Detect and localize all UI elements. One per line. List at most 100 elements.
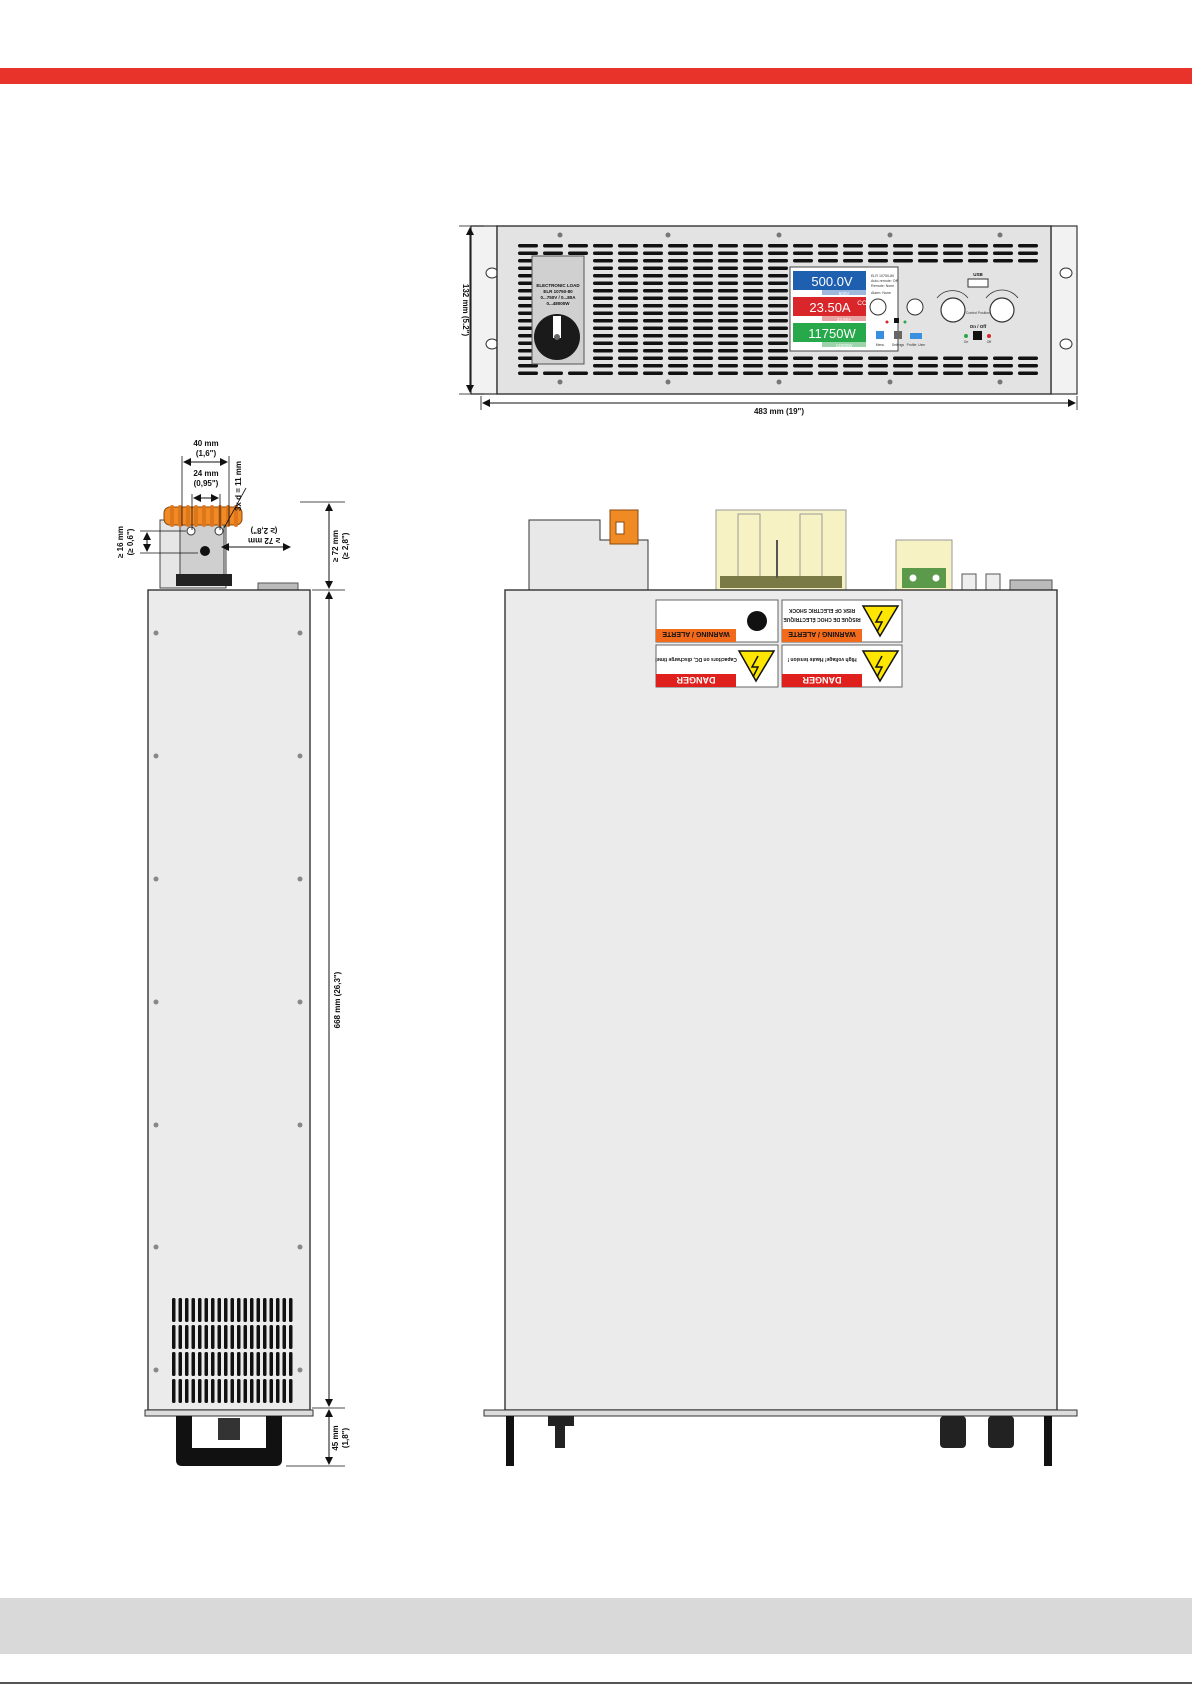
settings-icon[interactable] — [894, 331, 902, 339]
warning-labels: WARNING / ALERTE WARNING / ALERTE RISK O… — [655, 599, 903, 688]
vent-slot — [256, 1325, 260, 1349]
screw — [153, 1122, 159, 1128]
vent-slot — [818, 259, 838, 263]
vent-slot — [668, 274, 688, 278]
vent-slot — [191, 1379, 195, 1403]
vent-slot — [668, 304, 688, 308]
width-dimension-label: 483 mm (19") — [754, 407, 804, 416]
vent-slot — [968, 364, 988, 368]
vent-slot — [643, 364, 663, 368]
side-connector — [257, 582, 299, 591]
vent-slot — [1018, 364, 1038, 368]
current-row — [793, 297, 866, 316]
vent-slot — [1018, 371, 1038, 375]
on-label: On — [964, 340, 969, 344]
hole-spacing-label: 24 mm — [193, 469, 218, 478]
vent-slot — [668, 341, 688, 345]
switch-knob-top — [548, 1416, 574, 1426]
vent-slot — [643, 334, 663, 338]
vent-slot — [943, 364, 963, 368]
depth-label: 668 mm (26,3") — [333, 971, 342, 1028]
handle-depth-inch: (1,8") — [341, 1428, 350, 1449]
control-position-label: Control Position — [966, 311, 990, 315]
right-rotary-knob[interactable] — [989, 297, 1015, 323]
status-dot — [903, 320, 907, 324]
vent-slot — [643, 341, 663, 345]
vent-slot — [282, 1325, 286, 1349]
vent-slot — [593, 251, 613, 255]
lightning-bolt — [874, 655, 884, 678]
vent-slot — [618, 334, 638, 338]
vent-slot — [289, 1352, 293, 1376]
vent-slot — [718, 266, 738, 270]
vent-slot — [768, 349, 788, 353]
vent-slot — [693, 244, 713, 248]
vent-slot — [243, 1325, 247, 1349]
vent-slot — [172, 1325, 176, 1349]
model-label-line3: 0...750V / 0...80A — [540, 295, 576, 300]
vent-slot — [250, 1379, 254, 1403]
vent-slot — [191, 1298, 195, 1322]
vent-slot — [643, 266, 663, 270]
status-square — [894, 318, 899, 323]
vent-slot — [693, 251, 713, 255]
power-row — [793, 323, 866, 342]
vent-slot — [593, 341, 613, 345]
rack-hole — [1059, 267, 1073, 279]
vent-slot — [693, 334, 713, 338]
vent-slot — [868, 371, 888, 375]
vent-slot — [230, 1298, 234, 1322]
vent-slot — [211, 1379, 215, 1403]
vent-slot — [191, 1352, 195, 1376]
vent-slot — [593, 334, 613, 338]
vent-slot — [643, 259, 663, 263]
terminal-hole — [200, 546, 210, 556]
vent-slot — [593, 356, 613, 360]
vent-slot — [618, 244, 638, 248]
vent-slot — [643, 296, 663, 300]
vent-slot — [518, 371, 538, 375]
vent-slot — [668, 334, 688, 338]
onoff-button[interactable] — [973, 331, 982, 340]
profile-label: Profile: User — [907, 343, 927, 347]
menu-label: Menu — [876, 343, 885, 347]
vent-slot — [918, 364, 938, 368]
vent-slot — [918, 251, 938, 255]
rack-hole — [1059, 338, 1073, 350]
profile-icon[interactable] — [910, 333, 922, 339]
vent-slot — [593, 311, 613, 315]
menu-icon[interactable] — [876, 331, 884, 339]
vent-slot — [768, 266, 788, 270]
left-rotary-knob[interactable] — [940, 297, 966, 323]
side-base-rail — [144, 1409, 314, 1417]
high-voltage-icon — [861, 650, 900, 683]
vent-slot — [768, 341, 788, 345]
vent-slot — [289, 1298, 293, 1322]
vent-slot — [668, 371, 688, 375]
vent-slot — [618, 266, 638, 270]
vent-slot — [968, 244, 988, 248]
usb-port[interactable] — [967, 278, 989, 288]
small-connector — [985, 573, 1001, 591]
vent-slot — [693, 371, 713, 375]
vent-slot — [993, 251, 1013, 255]
vent-slot — [276, 1352, 280, 1376]
vent-slot — [618, 364, 638, 368]
vent-slot — [668, 319, 688, 323]
vent-slot — [718, 326, 738, 330]
vent-slot — [793, 244, 813, 248]
vent-slot — [968, 371, 988, 375]
vent-slot — [968, 259, 988, 263]
vent-slot — [185, 1325, 189, 1349]
vent-slot — [178, 1352, 182, 1376]
terminal-width-label: 40 mm — [193, 439, 218, 448]
vent-slot — [518, 364, 538, 368]
onoff-label: On / Off — [970, 324, 987, 329]
vent-slot — [618, 259, 638, 263]
vent-slot — [204, 1298, 208, 1322]
vent-slot — [943, 371, 963, 375]
vent-slot — [1018, 356, 1038, 360]
vent-slot — [843, 371, 863, 375]
vent-slot — [593, 349, 613, 353]
current-readout: 23.50A — [809, 300, 851, 315]
